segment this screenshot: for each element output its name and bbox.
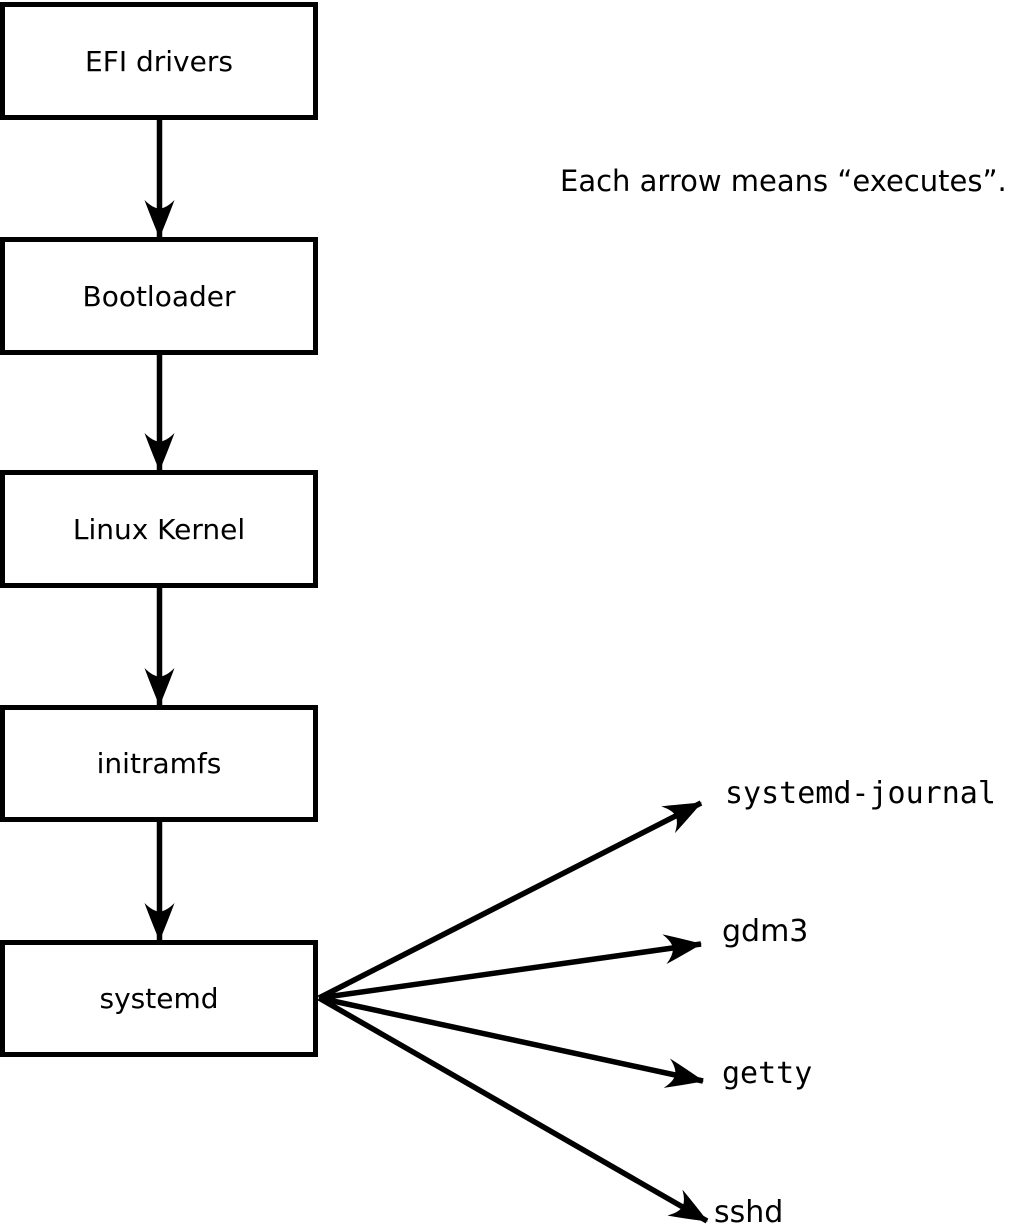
leaf-label-systemd-journal: systemd-journal xyxy=(725,776,996,811)
edge-arrow-systemd-to-gdm3 xyxy=(318,934,702,1001)
node-label-systemd: systemd xyxy=(100,982,219,1015)
node-box-efi-drivers xyxy=(0,2,318,120)
edge-arrow-systemd-to-systemd-journal xyxy=(317,800,703,1001)
node-box-initramfs xyxy=(0,705,318,822)
node-label-linux-kernel: Linux Kernel xyxy=(73,513,245,546)
node-label-bootloader: Bootloader xyxy=(82,280,236,313)
node-label-initramfs: initramfs xyxy=(97,747,222,780)
leaf-label-gdm3: gdm3 xyxy=(722,914,808,949)
leaf-label-sshd: sshd xyxy=(714,1195,783,1230)
edge-arrow-systemd-to-sshd xyxy=(317,995,709,1224)
node-box-systemd xyxy=(0,940,318,1057)
node-label-efi-drivers: EFI drivers xyxy=(85,45,233,78)
node-box-bootloader xyxy=(0,237,318,355)
node-box-linux-kernel xyxy=(0,470,318,588)
edge-arrow-systemd-to-getty xyxy=(318,995,704,1088)
leaf-label-getty: getty xyxy=(722,1056,812,1091)
caption: Each arrow means “executes”. xyxy=(560,164,1007,198)
